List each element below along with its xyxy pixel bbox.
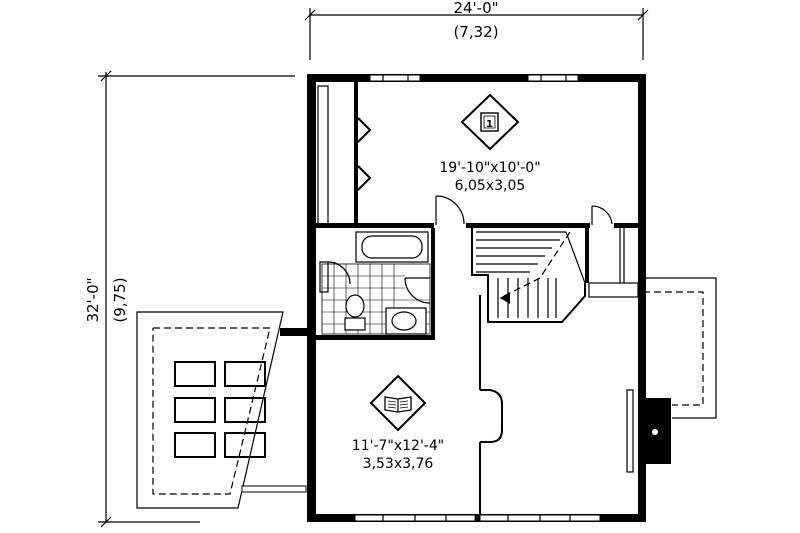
staircase (471, 228, 586, 323)
room-1-size-metric: 6,05x3,05 (455, 178, 526, 194)
room-1-marker: 1 19'-10"x10'-0" 6,05x3,05 (439, 93, 541, 194)
room-2-size-metric: 3,53x3,76 (363, 456, 434, 472)
doors (357, 117, 613, 304)
room-2-marker: 11'-7"x12'-4" 3,53x3,76 (352, 374, 444, 472)
interior-walls (316, 82, 639, 514)
windows (354, 74, 601, 522)
bedroom-1-icon: 1 (480, 112, 499, 132)
room-1-size-imperial: 19'-10"x10'-0" (439, 160, 540, 176)
width-dimension: 24'-0" (7,32) (304, 0, 649, 60)
width-imperial-label: 24'-0" (453, 0, 498, 17)
bathroom-fixtures (319, 231, 431, 335)
depth-dimension: 32'-0" (9,75) (84, 70, 295, 528)
depth-metric-label: (9,75) (111, 277, 129, 322)
book-icon (384, 396, 412, 413)
room-2-size-imperial: 11'-7"x12'-4" (352, 438, 444, 454)
left-roof-outline (136, 311, 312, 509)
width-metric-label: (7,32) (453, 23, 498, 41)
svg-text:1: 1 (486, 119, 493, 130)
exterior-walls (307, 74, 646, 522)
depth-imperial-label: 32'-0" (84, 277, 102, 322)
